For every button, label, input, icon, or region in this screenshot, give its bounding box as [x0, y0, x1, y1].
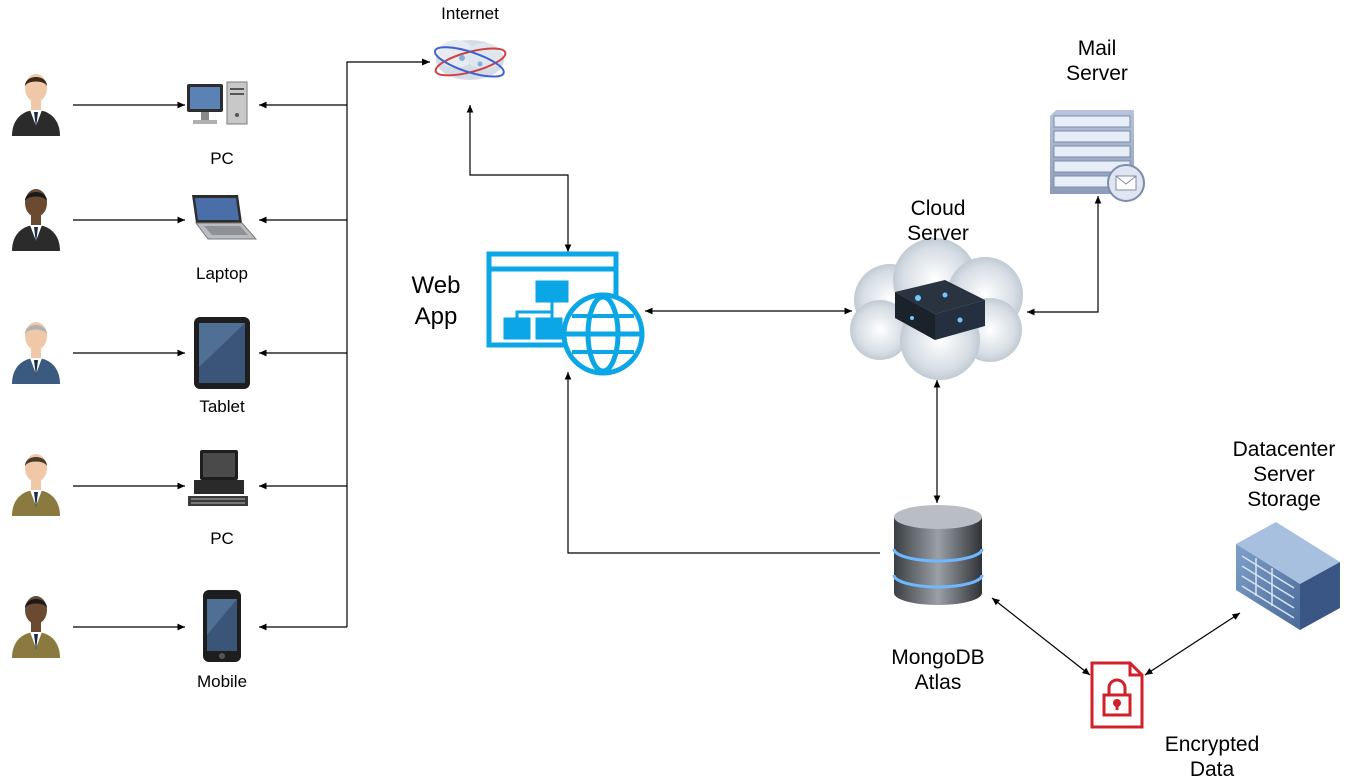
- mongodb-label: MongoDB Atlas: [872, 645, 1004, 695]
- encrypted-data-label: Encrypted Data: [1150, 732, 1274, 782]
- laptop-icon: [192, 195, 258, 240]
- cloud-server-label: Cloud Server: [888, 196, 988, 246]
- encrypted-file-lock-icon: [1090, 661, 1144, 729]
- users-group: [12, 74, 60, 658]
- mongodb-label-line1: MongoDB: [891, 646, 985, 669]
- encrypted-datacenter-connector: [1144, 612, 1241, 676]
- device-label-pc: PC: [210, 149, 234, 168]
- mobile-phone-icon: [203, 590, 241, 662]
- user-icon: [12, 322, 60, 384]
- datacenter-label-line3: Storage: [1247, 488, 1321, 512]
- mail-server-label-line2: Server: [1066, 62, 1128, 86]
- user-icon: [12, 189, 60, 251]
- device-label-mobile: Mobile: [196, 672, 248, 691]
- datacenter-label-line2: Server: [1253, 463, 1315, 487]
- cloud-server-label-line1: Cloud: [910, 197, 966, 220]
- device-label-tablet: Tablet: [199, 397, 245, 416]
- mongodb-webapp-connector: [564, 372, 880, 554]
- web-app-label: Web App: [396, 270, 476, 332]
- tablet-icon: [194, 317, 250, 389]
- workstation-pc-icon: [188, 450, 248, 506]
- mongodb-encrypted-connector: [991, 597, 1091, 676]
- cloud-mail-connector: [1027, 196, 1102, 316]
- desktop-pc-icon: [187, 81, 248, 125]
- encrypted-data-label-line1: Encrypted: [1164, 733, 1260, 756]
- mail-server-icon: [1050, 110, 1145, 202]
- user-icon: [12, 74, 60, 136]
- web-app-label-line1: Web: [411, 272, 461, 299]
- internet-webapp-connector: [466, 105, 572, 252]
- internet-icon: [434, 40, 507, 80]
- datacenter-storage-icon: [1236, 522, 1340, 630]
- cloud-server-label-line2: Server: [907, 222, 969, 246]
- user-icon: [12, 454, 60, 516]
- internet-label: Internet: [441, 4, 499, 23]
- connectors: [73, 58, 1241, 676]
- datacenter-label-line1: Datacenter: [1232, 438, 1336, 461]
- mongodb-label-line2: Atlas: [914, 671, 962, 695]
- datacenter-label: Datacenter Server Storage: [1222, 437, 1346, 513]
- web-app-label-line2: App: [414, 303, 458, 331]
- device-label-pc-2: PC: [210, 529, 234, 548]
- cloud-server-icon: [850, 238, 1023, 380]
- encrypted-data-label-line2: Data: [1189, 758, 1235, 782]
- device-label-laptop: Laptop: [196, 264, 248, 283]
- mail-server-label-line1: Mail: [1077, 37, 1117, 60]
- mail-server-label: Mail Server: [1047, 36, 1147, 86]
- mongodb-database-icon: [892, 505, 984, 605]
- user-icon: [12, 596, 60, 658]
- web-app-icon: [486, 251, 645, 376]
- internet-trunk-line: [346, 61, 430, 627]
